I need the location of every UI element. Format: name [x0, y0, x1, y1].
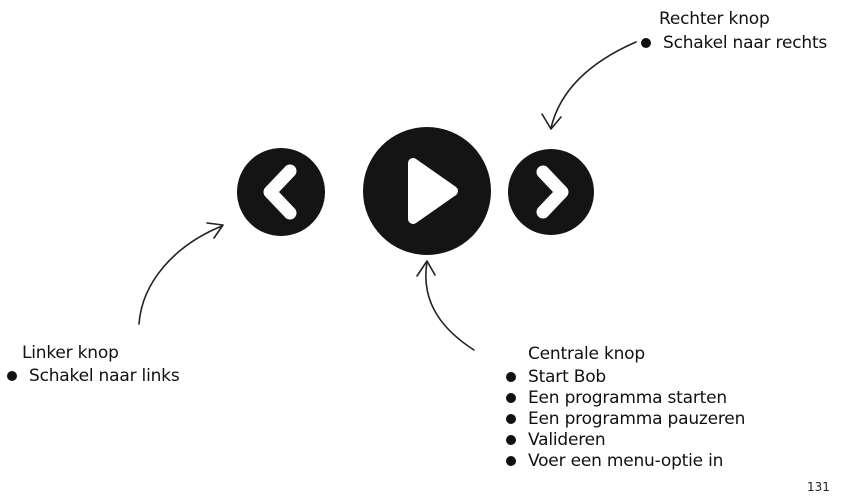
arrow-to-center-button: [425, 261, 475, 351]
play-icon: [408, 158, 458, 224]
center-button-title: Centrale knop: [528, 344, 645, 364]
arrow-to-center-button-head: [416, 260, 436, 277]
list-item: Een programma starten: [506, 388, 745, 409]
chevron-left-icon: [263, 164, 297, 220]
arrow-to-left-button-head: [206, 222, 224, 239]
list-item: Schakel naar rechts: [641, 33, 827, 54]
left-button[interactable]: [237, 148, 325, 236]
list-item: Schakel naar links: [7, 366, 180, 387]
list-item: Voer een menu-optie in: [506, 451, 745, 472]
arrow-to-left-button: [138, 225, 223, 325]
center-button-list: Start Bob Een programma starten Een prog…: [506, 367, 745, 472]
left-button-annotation: Linker knop Schakel naar links: [7, 343, 180, 387]
right-button[interactable]: [508, 149, 594, 235]
list-item: Start Bob: [506, 367, 745, 388]
arrow-to-right-button: [550, 41, 637, 129]
left-button-title: Linker knop: [22, 343, 119, 363]
center-button-annotation: Centrale knop Start Bob Een programma st…: [506, 344, 745, 472]
chevron-right-icon: [536, 165, 569, 219]
arrow-to-right-button-head: [541, 113, 562, 130]
list-item: Valideren: [506, 430, 745, 451]
left-button-list: Schakel naar links: [7, 366, 180, 387]
page-number: 131: [807, 480, 830, 494]
right-button-list: Schakel naar rechts: [641, 33, 827, 54]
list-item: Een programma pauzeren: [506, 409, 745, 430]
right-button-annotation: Rechter knop Schakel naar rechts: [641, 9, 827, 54]
right-button-title: Rechter knop: [659, 9, 770, 29]
center-button[interactable]: [363, 127, 491, 255]
